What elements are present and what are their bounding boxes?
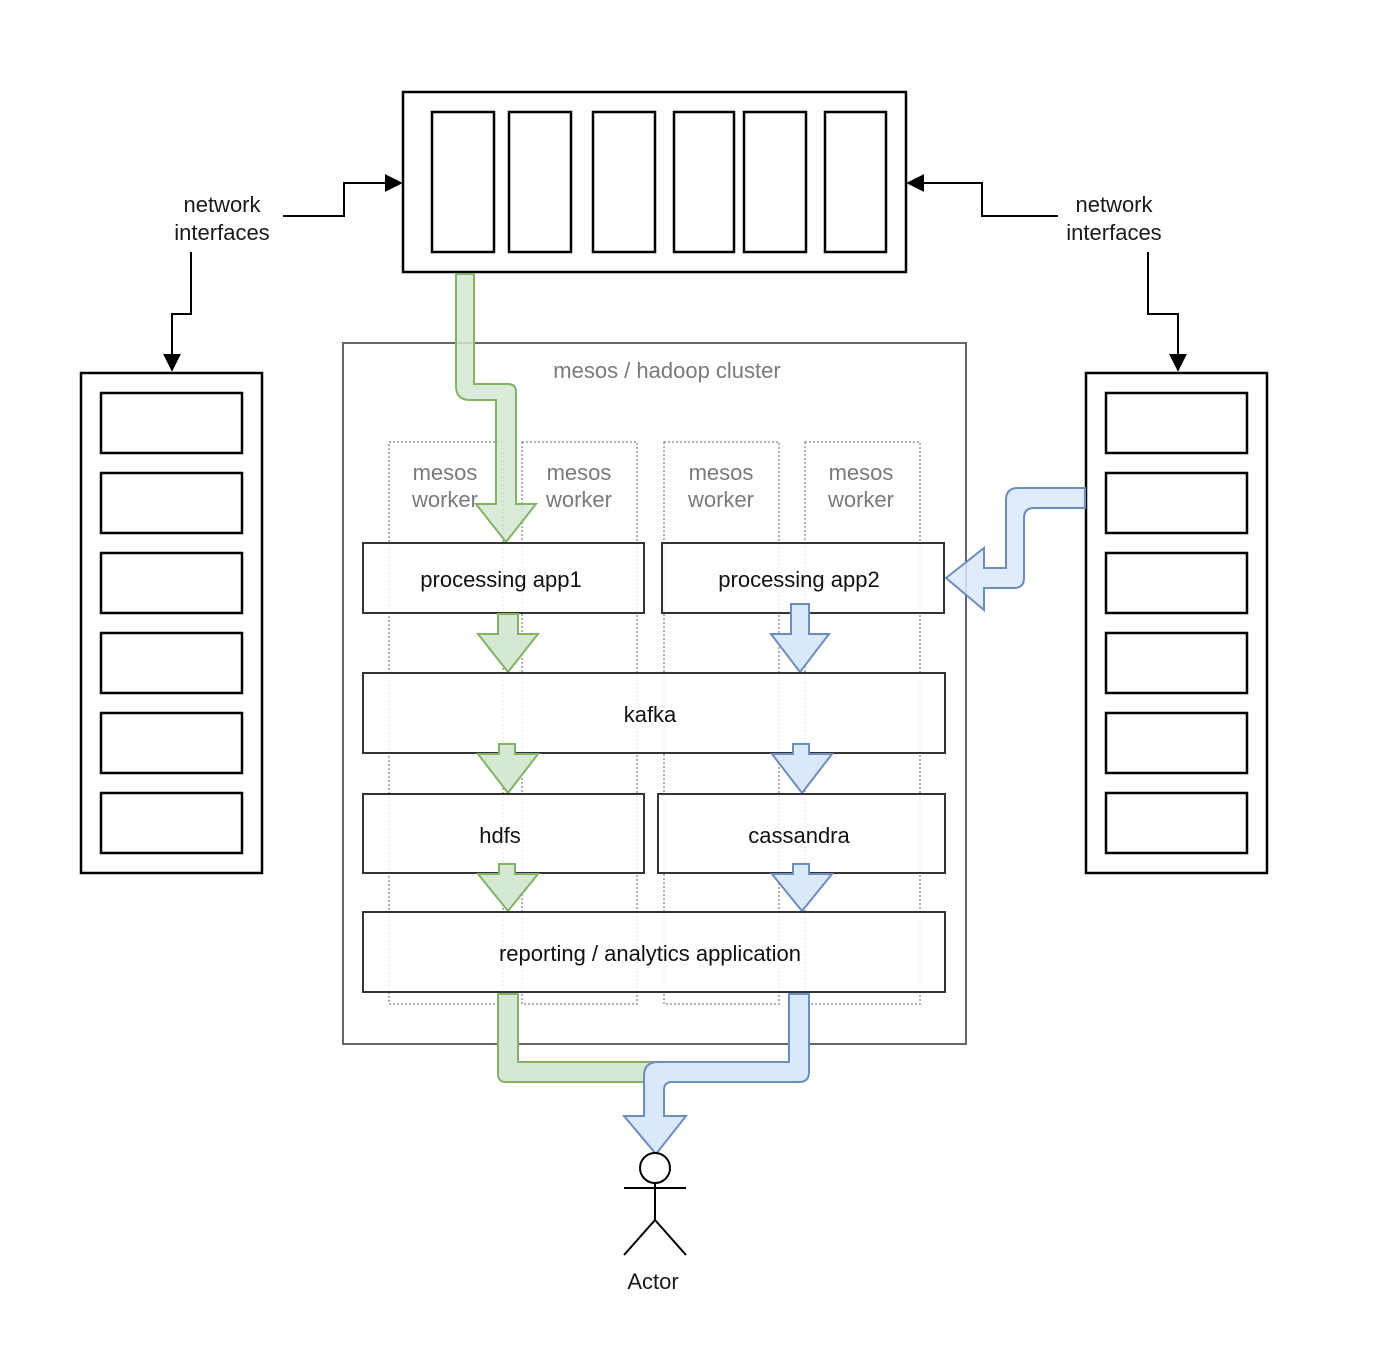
switch-port <box>430 110 496 254</box>
switch-port <box>823 110 888 254</box>
processing-app1-label: processing app1 <box>420 567 581 592</box>
actor-label: Actor <box>627 1269 678 1294</box>
rack-unit <box>1104 551 1249 615</box>
network-interfaces-left-label-line2: interfaces <box>174 220 269 245</box>
rack-unit <box>1104 471 1249 535</box>
blue-arrow-app2-to-kafka <box>768 603 832 674</box>
rack-unit <box>99 791 244 855</box>
kafka-box: kafka <box>362 672 946 754</box>
actor-head <box>639 1152 671 1184</box>
rack-unit <box>1104 711 1249 775</box>
network-interfaces-right-label-line1: network <box>1075 192 1153 217</box>
hdfs-box: hdfs <box>362 793 645 874</box>
rack-unit <box>1104 631 1249 695</box>
processing-app2-label: processing app2 <box>718 567 879 592</box>
worker-label-line2: worker <box>827 487 894 512</box>
worker-label-line1: mesos <box>829 460 894 485</box>
blue-flow-rack-to-app2 <box>944 487 1086 613</box>
connector-left-to-rack <box>163 252 192 372</box>
connector-right-to-rack <box>1147 252 1187 372</box>
worker-label-line1: mesos <box>547 460 612 485</box>
green-arrow-kafka-to-hdfs <box>475 743 541 795</box>
right-server-rack <box>1084 371 1269 875</box>
reporting-box: reporting / analytics application <box>362 911 946 993</box>
actor-figure <box>623 1152 687 1256</box>
green-arrow-app1-to-kafka <box>475 613 541 674</box>
worker-label-line1: mesos <box>689 460 754 485</box>
blue-arrow-kafka-to-cassandra <box>769 743 835 795</box>
connector-left-to-switch <box>283 174 403 217</box>
hdfs-label: hdfs <box>479 823 521 848</box>
green-flow-switch-to-app1 <box>455 273 539 544</box>
green-arrow-hdfs-to-reporting <box>475 863 541 913</box>
reporting-label: reporting / analytics application <box>499 941 801 966</box>
cluster-title: mesos / hadoop cluster <box>553 358 780 383</box>
connector-right-to-switch <box>906 174 1058 217</box>
cassandra-label: cassandra <box>748 823 850 848</box>
blue-arrow-cassandra-to-reporting <box>769 863 835 913</box>
rack-unit <box>1104 391 1249 455</box>
switch-port <box>672 110 736 254</box>
processing-app1-box: processing app1 <box>362 542 645 614</box>
worker-label-line2: worker <box>545 487 612 512</box>
rack-unit <box>99 631 244 695</box>
switch-port <box>742 110 808 254</box>
rack-unit <box>99 391 244 455</box>
top-switch <box>401 90 908 274</box>
network-interfaces-left-label-line1: network <box>183 192 261 217</box>
processing-app2-box: processing app2 <box>661 542 945 614</box>
cassandra-box: cassandra <box>657 793 946 874</box>
rack-unit <box>1104 791 1249 855</box>
rack-unit <box>99 471 244 535</box>
blue-flow-reporting-to-actor <box>621 993 810 1156</box>
switch-port <box>591 110 657 254</box>
left-server-rack <box>79 371 264 875</box>
worker-label-line2: worker <box>687 487 754 512</box>
kafka-label: kafka <box>624 702 677 727</box>
switch-port <box>507 110 573 254</box>
rack-unit <box>99 551 244 615</box>
rack-unit <box>99 711 244 775</box>
worker-label-line1: mesos <box>413 460 478 485</box>
network-interfaces-right-label-line2: interfaces <box>1066 220 1161 245</box>
worker-label-line2: worker <box>411 487 478 512</box>
green-flow-reporting-to-actor <box>497 993 657 1083</box>
